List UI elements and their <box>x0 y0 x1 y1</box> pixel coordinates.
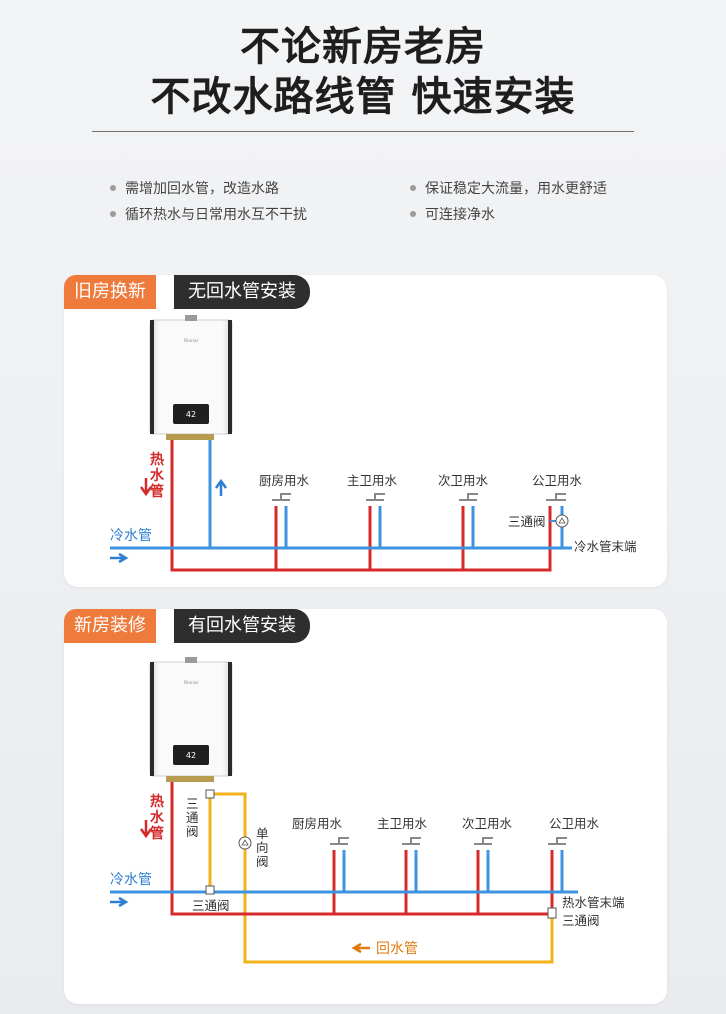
card1-heater: Rinnai 42 <box>149 315 233 440</box>
card1-up-arrow-icon <box>214 478 228 496</box>
card2-outlet-master: 主卫用水 <box>377 816 428 831</box>
card2-check-valve-label-1: 单 <box>256 826 269 841</box>
bullet-text: 需增加回水管，改造水路 <box>125 181 279 197</box>
card2-outlet-kitchen: 厨房用水 <box>292 816 343 831</box>
card1-outlet-public: 公卫用水 <box>532 473 583 488</box>
bullet-left-1: 需增加回水管，改造水路 <box>110 178 279 198</box>
headline-line2: 不改水路线管 快速安装 <box>150 74 576 120</box>
card2-faucet-icon <box>402 837 421 845</box>
card1-faucet-icon <box>272 493 291 501</box>
card2-check-valve-label-3: 阀 <box>256 854 269 869</box>
card2-faucet-icon <box>548 837 567 845</box>
card2-faucet-icon <box>474 837 493 845</box>
card2-check-valve-icon <box>238 836 252 850</box>
card2-hot-arrow-icon <box>139 820 153 839</box>
card1-valve-label: 三通阀 <box>508 514 546 529</box>
card2-tag: 新房装修 <box>64 609 156 643</box>
card2-cold-arrow-icon <box>110 896 129 908</box>
bullet-dot <box>110 211 116 217</box>
card2-return-pipe <box>210 792 554 964</box>
card1-outlet-master: 主卫用水 <box>347 473 398 488</box>
card2-heater: Rinnai 42 <box>149 657 233 782</box>
card2-outlet-second: 次卫用水 <box>462 816 513 831</box>
card2-end-label: 热水管末端 <box>562 895 625 910</box>
card2-heater-brand: Rinnai <box>184 680 198 686</box>
card1-faucet-icon <box>459 493 478 501</box>
card2-faucet-icon <box>330 837 349 845</box>
divider <box>92 131 634 132</box>
bullet-right-2: 可连接净水 <box>410 204 495 224</box>
card2-outlet-public: 公卫用水 <box>549 816 600 831</box>
card2-check-valve-mark <box>241 839 249 846</box>
card1-outlet-second: 次卫用水 <box>438 473 489 488</box>
card1-heater-display: 42 <box>186 410 196 419</box>
card2-return-label: 回水管 <box>376 941 418 957</box>
card2-end-valve-label: 三通阀 <box>562 913 600 928</box>
card2-heater-display: 42 <box>186 751 196 760</box>
bullet-text: 保证稳定大流量，用水更舒适 <box>425 181 607 197</box>
card1-end-label: 冷水管末端 <box>574 539 637 554</box>
card2-title: 有回水管安装 <box>174 609 310 643</box>
card1-outlet-kitchen: 厨房用水 <box>259 473 310 488</box>
bullet-dot <box>410 211 416 217</box>
card2-hot-label-3: 管 <box>150 825 164 842</box>
card2-hot-label-1: 热 <box>150 793 164 810</box>
card1-cold-arrow-icon <box>110 552 129 564</box>
bullet-dot <box>410 185 416 191</box>
card2-valve-top-label-2: 通 <box>186 810 199 825</box>
bullet-text: 循环热水与日常用水互不干扰 <box>125 207 307 223</box>
card2-hot-label-2: 水 <box>150 809 165 826</box>
card1-hot-arrow-icon <box>139 478 153 497</box>
headline-line1: 不论新房老房 <box>240 24 486 70</box>
bullet-right-1: 保证稳定大流量，用水更舒适 <box>410 178 607 198</box>
card1-hot-label-3: 管 <box>150 483 164 500</box>
bullet-dot <box>110 185 116 191</box>
card1-valve-icon <box>555 514 569 528</box>
card1-faucet-icon <box>366 493 385 501</box>
card1-title: 无回水管安装 <box>174 275 310 309</box>
card2-valve-bottom-icon <box>205 885 215 895</box>
bullet-text: 可连接净水 <box>425 207 495 223</box>
card2-valve-end-icon <box>547 907 557 919</box>
card1-heater-brand: Rinnai <box>184 338 198 344</box>
card1-hot-pipe <box>170 440 552 572</box>
bullet-left-2: 循环热水与日常用水互不干扰 <box>110 204 307 224</box>
card2-hot-pipe <box>170 782 554 916</box>
card2-return-arrow-icon <box>351 942 370 954</box>
card2-valve-top-icon <box>205 789 215 799</box>
card1-valve-mark <box>558 517 566 524</box>
card2-check-valve-label-2: 向 <box>256 840 269 855</box>
card2-valve-top-label-1: 三 <box>186 796 199 811</box>
card1-hot-label-2: 水 <box>150 467 165 484</box>
card2-valve-bottom-label: 三通阀 <box>192 898 230 913</box>
card1-cold-label: 冷水管 <box>110 528 152 544</box>
card1-tag: 旧房换新 <box>64 275 156 309</box>
card1-faucet-icon <box>546 493 566 501</box>
card2-valve-top-label-3: 阀 <box>186 824 199 839</box>
card2-cold-label: 冷水管 <box>110 872 152 888</box>
card1-hot-label-1: 热 <box>150 451 164 468</box>
